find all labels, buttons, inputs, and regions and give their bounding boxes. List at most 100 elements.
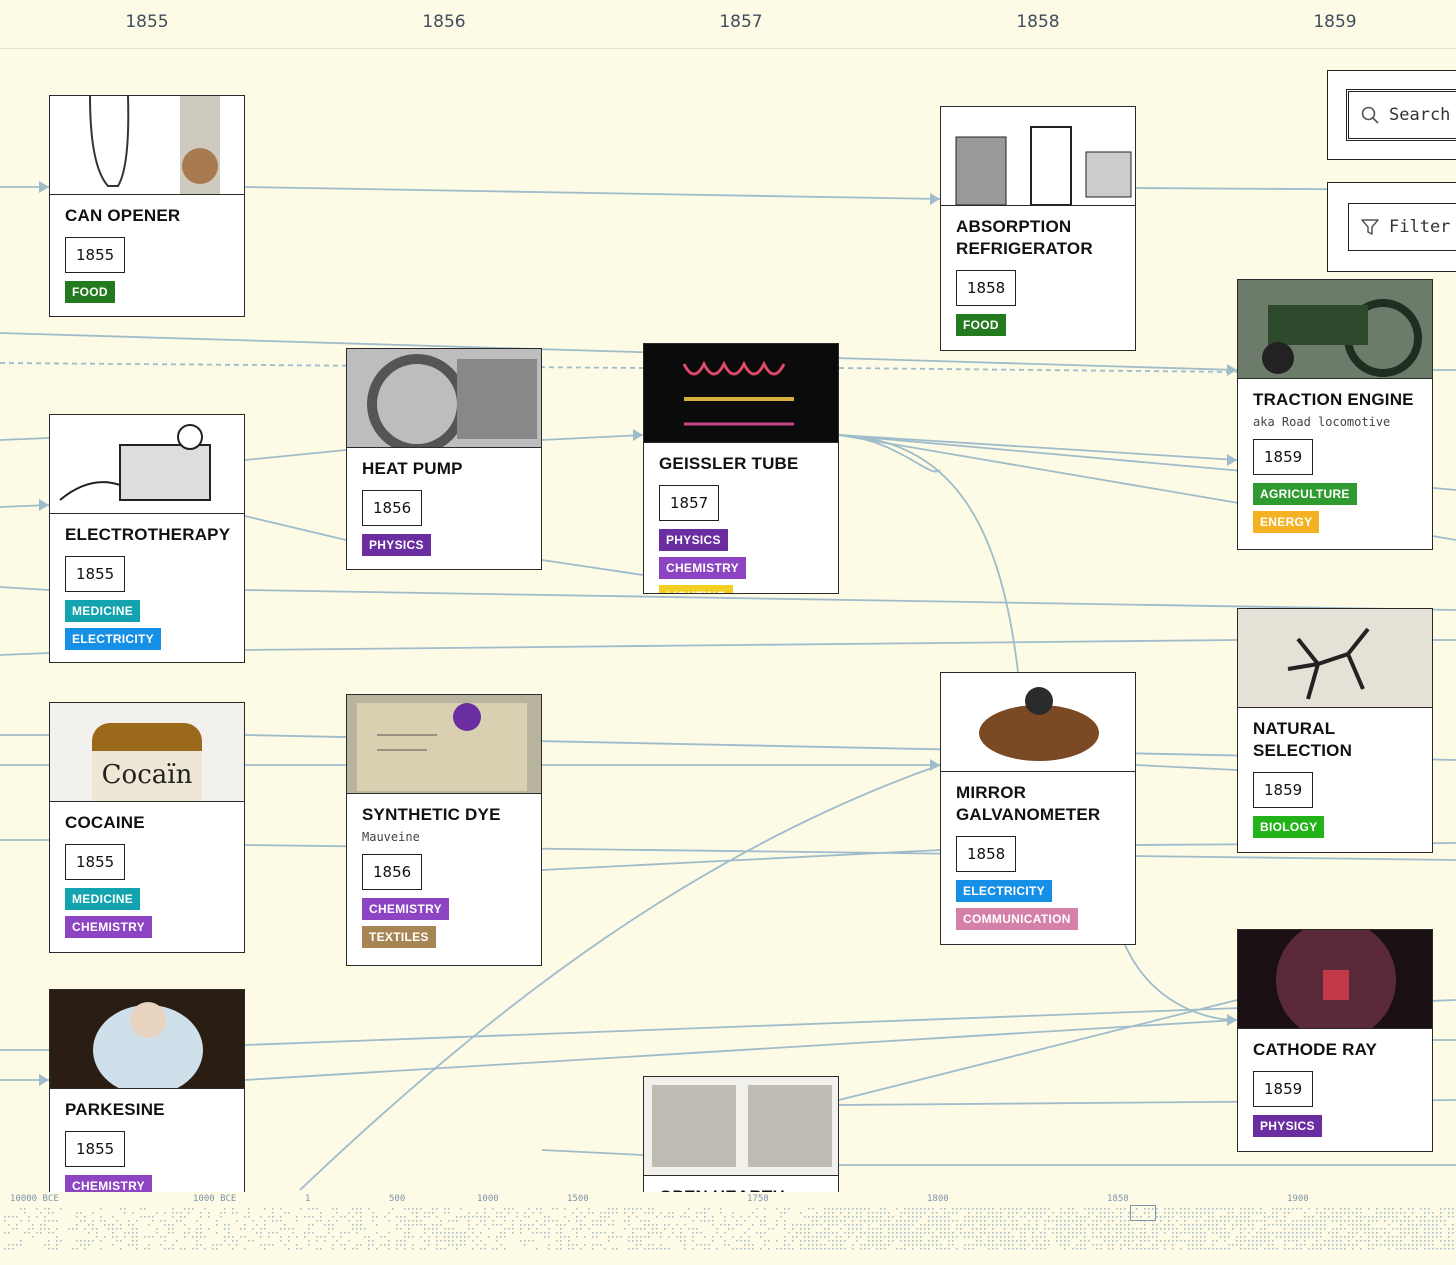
category-tag[interactable]: CHEMISTRY bbox=[659, 557, 746, 579]
invention-card-traction-engine[interactable]: TRACTION ENGINE aka Road locomotive 1859… bbox=[1237, 279, 1433, 550]
minimap-dot bbox=[1196, 1244, 1198, 1246]
invention-card-heat-pump[interactable]: HEAT PUMP 1856 PHYSICS bbox=[346, 348, 542, 570]
category-tag[interactable]: ENERGY bbox=[1253, 511, 1320, 533]
minimap-dot bbox=[868, 1208, 870, 1210]
minimap-dot bbox=[332, 1216, 334, 1218]
category-tag[interactable]: ELECTRICITY bbox=[65, 628, 161, 650]
minimap-dot bbox=[136, 1220, 138, 1222]
minimap-dot bbox=[1240, 1216, 1242, 1218]
category-tag[interactable]: PHYSICS bbox=[1253, 1115, 1322, 1137]
minimap-dot bbox=[1068, 1244, 1070, 1246]
minimap-dot bbox=[20, 1244, 22, 1246]
category-tag[interactable]: LIGHTING bbox=[659, 585, 733, 593]
minimap-dot bbox=[1212, 1224, 1214, 1226]
minimap-dot bbox=[1344, 1208, 1346, 1210]
minimap-dot bbox=[1268, 1248, 1270, 1250]
minimap-dot bbox=[1376, 1232, 1378, 1234]
minimap-dot bbox=[360, 1216, 362, 1218]
minimap-dot bbox=[372, 1212, 374, 1214]
minimap-dot bbox=[800, 1212, 802, 1214]
minimap-dot bbox=[1124, 1240, 1126, 1242]
minimap-dot bbox=[980, 1232, 982, 1234]
minimap-dot bbox=[632, 1240, 634, 1242]
minimap-dot bbox=[1168, 1220, 1170, 1222]
category-tag[interactable]: CHEMISTRY bbox=[65, 916, 152, 938]
invention-card-mirror-galvanometer[interactable]: MIRROR GALVANOMETER 1858 ELECTRICITY COM… bbox=[940, 672, 1136, 945]
invention-card-absorption-refrigerator[interactable]: ABSORPTION REFRIGERATOR 1858 FOOD bbox=[940, 106, 1136, 351]
minimap-dot bbox=[160, 1236, 162, 1238]
minimap-dot bbox=[500, 1244, 502, 1246]
minimap-dot bbox=[272, 1220, 274, 1222]
minimap-dot bbox=[996, 1232, 998, 1234]
minimap-dot bbox=[636, 1236, 638, 1238]
category-tag[interactable]: MEDICINE bbox=[65, 600, 141, 622]
minimap-dot bbox=[724, 1216, 726, 1218]
minimap-dot bbox=[24, 1212, 26, 1214]
category-tag[interactable]: BIOLOGY bbox=[1253, 816, 1325, 838]
minimap-dot bbox=[1016, 1228, 1018, 1230]
filter-button[interactable]: Filter bbox=[1348, 203, 1456, 251]
minimap-dot bbox=[688, 1228, 690, 1230]
minimap-dot bbox=[1016, 1220, 1018, 1222]
category-tag[interactable]: CHEMISTRY bbox=[362, 898, 449, 920]
invention-card-electrotherapy[interactable]: ELECTROTHERAPY 1855 MEDICINE ELECTRICITY bbox=[49, 414, 245, 663]
category-tag[interactable]: COMMUNICATION bbox=[956, 908, 1078, 930]
minimap-dot bbox=[1340, 1244, 1342, 1246]
minimap-dot bbox=[844, 1224, 846, 1226]
category-tag[interactable]: AGRICULTURE bbox=[1253, 483, 1357, 505]
minimap-dot bbox=[268, 1232, 270, 1234]
minimap-dot bbox=[1116, 1208, 1118, 1210]
minimap-dot bbox=[880, 1224, 882, 1226]
minimap-dot bbox=[248, 1212, 250, 1214]
minimap-dot bbox=[508, 1212, 510, 1214]
minimap-dot bbox=[992, 1220, 994, 1222]
minimap-dot bbox=[1128, 1236, 1130, 1238]
invention-card-natural-selection[interactable]: NATURAL SELECTION 1859 BIOLOGY bbox=[1237, 608, 1433, 853]
category-tag[interactable]: PHYSICS bbox=[362, 534, 431, 556]
category-tag[interactable]: MEDICINE bbox=[65, 888, 141, 910]
minimap-dot bbox=[824, 1228, 826, 1230]
connection-line bbox=[299, 764, 941, 1191]
minimap-dot bbox=[600, 1244, 602, 1246]
minimap-dot bbox=[1156, 1224, 1158, 1226]
minimap-dot bbox=[1020, 1236, 1022, 1238]
minimap-dot bbox=[940, 1220, 942, 1222]
minimap-dot bbox=[1128, 1220, 1130, 1222]
connection-line bbox=[541, 434, 644, 441]
minimap-dot bbox=[1356, 1224, 1358, 1226]
minimap-dot bbox=[1036, 1236, 1038, 1238]
minimap-dot bbox=[748, 1236, 750, 1238]
minimap-dot bbox=[116, 1220, 118, 1222]
minimap-dot bbox=[836, 1216, 838, 1218]
invention-card-synthetic-dye[interactable]: SYNTHETIC DYE Mauveine 1856 CHEMISTRY TE… bbox=[346, 694, 542, 966]
timeline-minimap[interactable]: 10000 BCE 1000 BCE 1 500 1000 1500 1750 … bbox=[0, 1192, 1456, 1265]
minimap-dot bbox=[232, 1208, 234, 1210]
minimap-dot bbox=[1192, 1228, 1194, 1230]
minimap-dot bbox=[444, 1236, 446, 1238]
minimap-dot bbox=[1308, 1220, 1310, 1222]
minimap-dot bbox=[1332, 1232, 1334, 1234]
category-tag[interactable]: FOOD bbox=[956, 314, 1006, 336]
category-tag[interactable]: FOOD bbox=[65, 281, 115, 303]
connection-line bbox=[244, 515, 347, 541]
minimap-dot bbox=[652, 1244, 654, 1246]
minimap-viewport-handle[interactable] bbox=[1130, 1205, 1156, 1221]
category-tag[interactable]: CHEMISTRY bbox=[65, 1175, 152, 1197]
minimap-dot bbox=[312, 1232, 314, 1234]
category-tag[interactable]: TEXTILES bbox=[362, 926, 436, 948]
minimap-dot bbox=[648, 1212, 650, 1214]
category-tag[interactable]: PHYSICS bbox=[659, 529, 728, 551]
invention-card-parkesine[interactable]: PARKESINE 1855 CHEMISTRY bbox=[49, 989, 245, 1219]
search-button[interactable]: Search bbox=[1346, 89, 1456, 141]
minimap-dot bbox=[996, 1248, 998, 1250]
invention-card-can-opener[interactable]: CAN OPENER 1855 FOOD bbox=[49, 95, 245, 317]
invention-card-cathode-ray[interactable]: CATHODE RAY 1859 PHYSICS bbox=[1237, 929, 1433, 1152]
minimap-dot bbox=[356, 1228, 358, 1230]
category-tag[interactable]: ELECTRICITY bbox=[956, 880, 1052, 902]
minimap-dot bbox=[1384, 1228, 1386, 1230]
invention-card-geissler-tube[interactable]: GEISSLER TUBE 1857 PHYSICS CHEMISTRY LIG… bbox=[643, 343, 839, 594]
invention-card-cocaine[interactable]: Cocaïn COCAINE 1855 MEDICINE CHEMISTRY bbox=[49, 702, 245, 953]
year-label-1856: 1856 bbox=[422, 12, 466, 32]
minimap-dot bbox=[472, 1228, 474, 1230]
minimap-dot bbox=[264, 1244, 266, 1246]
